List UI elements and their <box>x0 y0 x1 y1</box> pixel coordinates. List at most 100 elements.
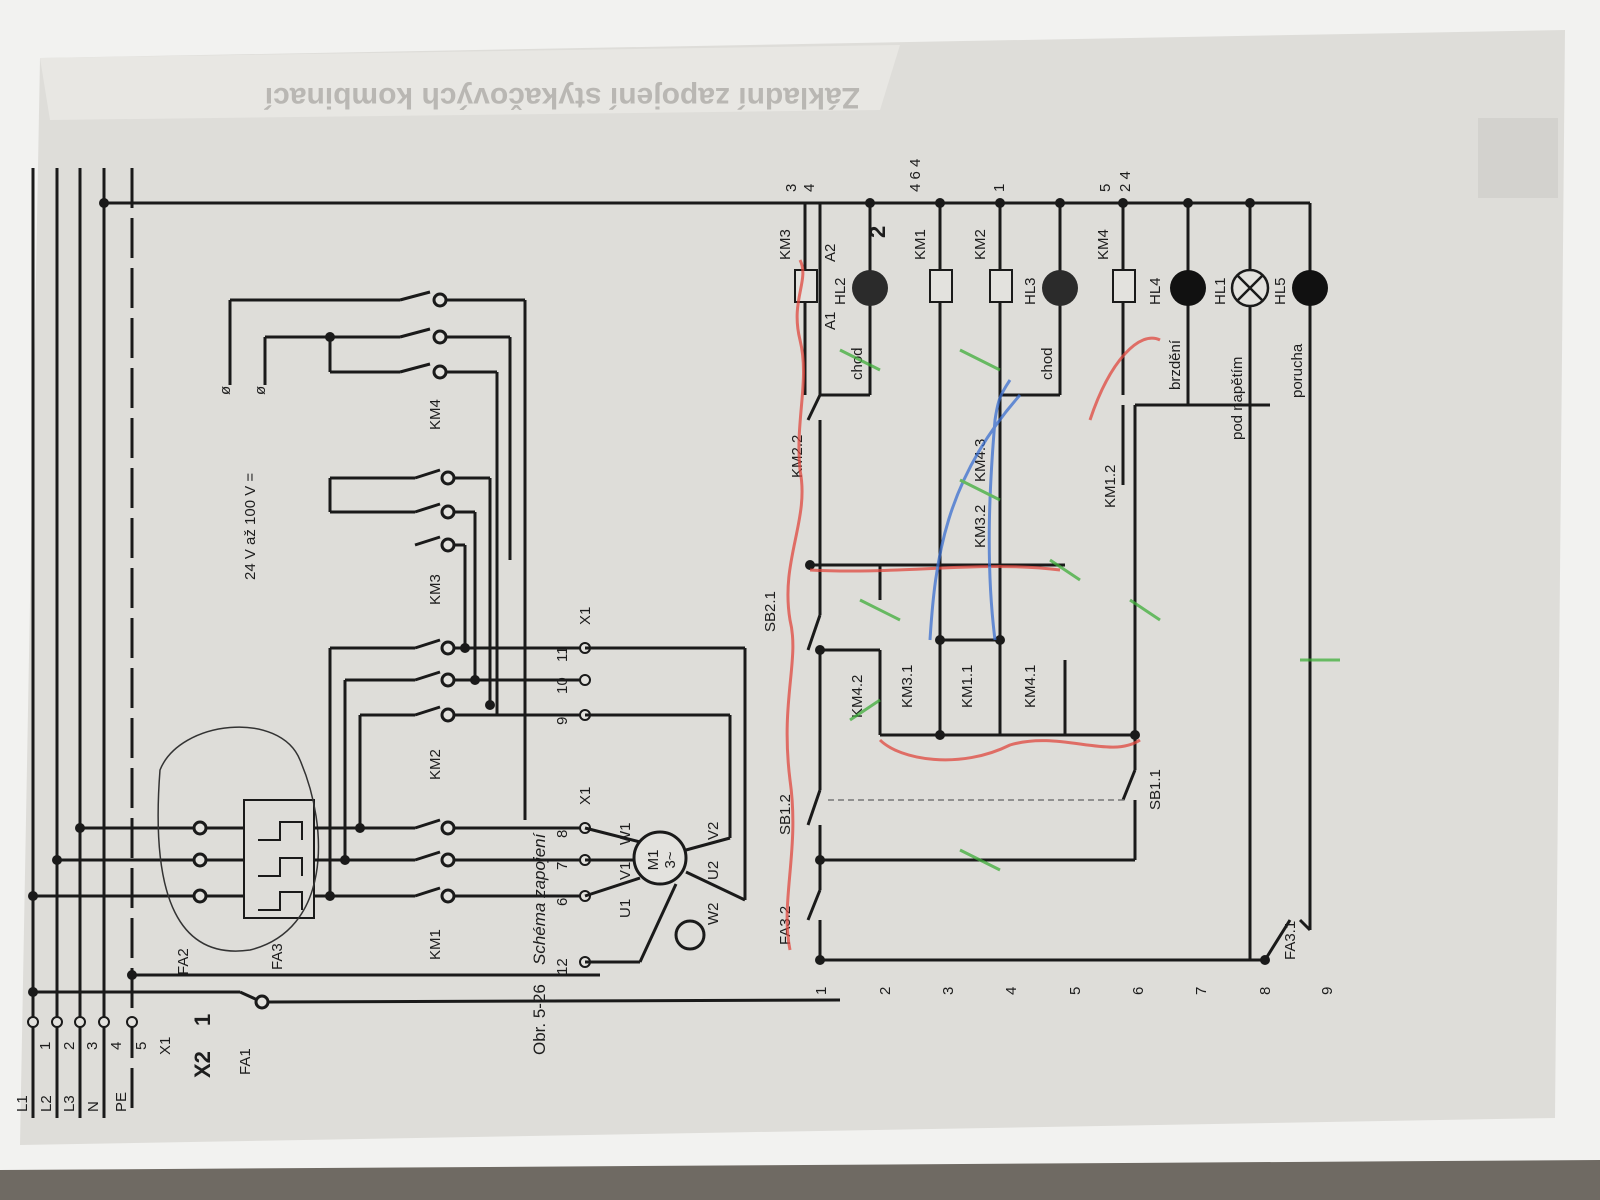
bus-name-2: L2 <box>38 1095 55 1112</box>
motor-v2: V2 <box>705 822 722 840</box>
fa1-fuse <box>239 990 841 1010</box>
bus-name-3: L3 <box>61 1095 78 1112</box>
handwritten-x2: X2 <box>190 1051 215 1078</box>
km31-label: KM3.1 <box>899 665 916 708</box>
sb21-label: SB2.1 <box>762 591 779 632</box>
coil-km1 <box>929 269 953 303</box>
fa31-label: FA3.1 <box>1282 921 1299 960</box>
motor-w1: W1 <box>617 823 634 846</box>
lamp-hl2 <box>852 270 888 306</box>
interlock-contacts <box>810 203 1135 737</box>
fa32-label: FA3.2 <box>777 906 794 945</box>
xref-1b: 4 <box>801 184 818 192</box>
km42-label: KM4.2 <box>849 675 866 718</box>
km43-label: KM4.3 <box>972 439 989 482</box>
motor-m1 <box>584 646 747 964</box>
km2-power-label: KM2 <box>427 749 444 780</box>
busbar-labels: L1 L2 L3 N PE 1 2 3 4 5 <box>14 1042 150 1112</box>
term-6: 6 <box>554 898 571 906</box>
km1-power-label: KM1 <box>427 929 444 960</box>
fa3-label: FA3 <box>269 943 286 970</box>
motor-w2: W2 <box>705 903 722 926</box>
lamp-hl5 <box>1292 270 1328 306</box>
caption-number: Obr. 5-26 <box>530 984 549 1055</box>
bus-name-5: PE <box>113 1092 130 1112</box>
voltage-label: pod napětím <box>1229 357 1246 440</box>
term-8: 8 <box>554 830 571 838</box>
ctrl-line-3: 3 <box>940 987 957 995</box>
brake-label: brzdění <box>1167 339 1184 390</box>
coil-km4-label: KM4 <box>1095 229 1112 260</box>
coil-km1-label: KM1 <box>912 229 929 260</box>
x1-label-bus: X1 <box>157 1037 174 1055</box>
pencil-loop <box>157 726 320 952</box>
handwritten-1: 1 <box>190 1014 215 1026</box>
page-heading: Základní zapojení stykačových kombinací <box>263 81 860 114</box>
km32-label: KM3.2 <box>972 505 989 548</box>
x1-label-2: X1 <box>577 787 594 805</box>
km41-label: KM4.1 <box>1022 665 1039 708</box>
hl2-label: HL2 <box>832 277 849 305</box>
xref-2: 4 6 4 <box>907 159 924 192</box>
motor-v1: V1 <box>617 862 634 880</box>
ctrl-line-2: 2 <box>877 987 894 995</box>
coils <box>794 269 1136 303</box>
x1-label-3: X1 <box>577 607 594 625</box>
km1-power-contacts <box>414 818 540 904</box>
km3-power-contacts <box>328 468 492 705</box>
bus-num-3: 3 <box>84 1042 101 1050</box>
motor-u1: U1 <box>617 899 634 918</box>
km22-label: KM2.2 <box>789 435 806 478</box>
fault-label: porucha <box>1289 343 1306 398</box>
paper-sheet <box>20 30 1565 1145</box>
caption-title: Schéma zapojení <box>530 831 549 965</box>
coil-km4 <box>1112 269 1136 303</box>
term-10: 10 <box>554 677 571 694</box>
term-7: 7 <box>554 862 571 870</box>
ctrl-line-8: 8 <box>1257 987 1274 995</box>
bus-num-5: 5 <box>133 1042 150 1050</box>
junction-dots <box>28 198 137 997</box>
bus-name-1: L1 <box>14 1095 31 1112</box>
supply-voltage-label: 24 V až 100 V = <box>242 473 259 580</box>
lamp-hl4 <box>1170 270 1206 306</box>
control-line-numbers: 1 2 3 4 5 6 7 8 9 <box>813 987 1336 995</box>
lamp-hl3 <box>1042 270 1078 306</box>
term-11: 11 <box>554 646 571 662</box>
km11-label: KM1.1 <box>959 665 976 708</box>
km2-power-contacts <box>328 638 510 896</box>
sb12-label: SB1.2 <box>777 794 794 835</box>
bus-num-4: 4 <box>108 1042 125 1050</box>
hl3-label: HL3 <box>1022 277 1039 305</box>
svg-text:ø: ø <box>217 386 234 395</box>
ctrl-line-7: 7 <box>1193 987 1210 995</box>
xref-4: 5 <box>1097 184 1114 192</box>
run-label-2: chod <box>1039 347 1056 380</box>
term-12: 12 <box>554 958 571 975</box>
ctrl-line-4: 4 <box>1003 987 1020 995</box>
power-taps <box>33 201 870 994</box>
busbars <box>31 168 134 1118</box>
fa2-label: FA2 <box>175 948 192 975</box>
motor-name: M1 <box>645 850 662 871</box>
km4-power-label: KM4 <box>427 399 444 430</box>
bus-num-1: 1 <box>37 1042 54 1050</box>
paper-corner-mark <box>1478 118 1558 198</box>
run-label-1: chod <box>849 347 866 380</box>
ctrl-line-1: 1 <box>813 987 830 995</box>
xref-4b: 2 4 <box>1117 171 1134 192</box>
ctrl-line-9: 9 <box>1319 987 1336 995</box>
coil-a1-label: A1 <box>822 312 839 330</box>
xref-3: 1 <box>991 184 1008 192</box>
control-line-1 <box>806 203 822 960</box>
fa31-branch <box>1263 918 1312 961</box>
coil-km2 <box>989 269 1013 303</box>
hl5-label: HL5 <box>1272 277 1289 305</box>
lamps <box>852 268 1328 308</box>
hl1-label: HL1 <box>1212 277 1229 305</box>
coil-km3-label: KM3 <box>777 229 794 260</box>
term-9: 9 <box>554 717 571 725</box>
terminal-numbers: 6 7 8 9 10 11 12 X1 X1 <box>554 607 594 975</box>
fa2-breaker <box>178 820 244 904</box>
